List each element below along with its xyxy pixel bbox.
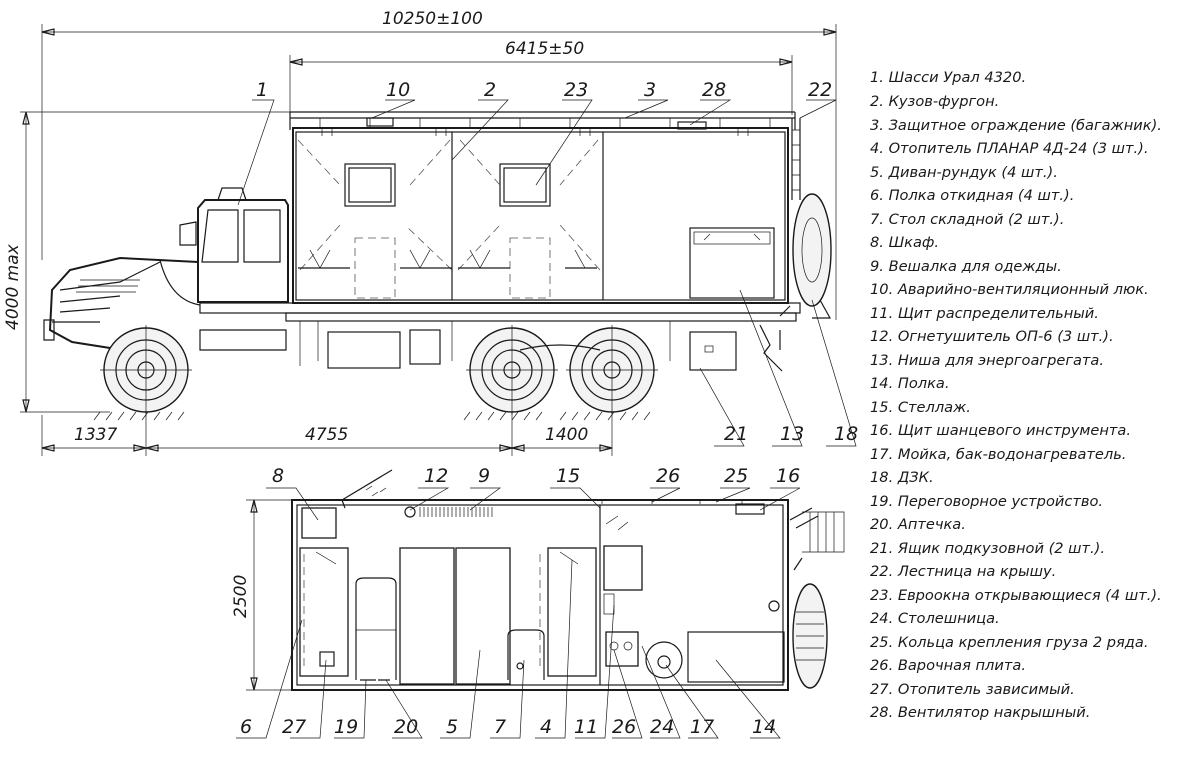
plan-sofa-2 (455, 547, 511, 685)
dimension-lines (20, 24, 837, 691)
legend-item: 3. Защитное ограждение (багажник). (870, 117, 1162, 134)
truck-side-view (43, 111, 832, 421)
legend-item: 12. Огнетушитель ОП-6 (3 шт.). (870, 328, 1114, 345)
roof-ladder (791, 118, 801, 200)
callout-plan-7: 7 (494, 716, 506, 738)
callout-side-18: 18 (834, 423, 858, 445)
legend-item: 18. ДЗК. (870, 469, 934, 486)
legend-item: 16. Щит шанцевого инструмента. (870, 422, 1131, 439)
callout-side-10: 10 (386, 79, 410, 101)
rear-wheel-2 (566, 325, 658, 415)
callout-side-22: 22 (808, 79, 832, 101)
legend-item: 4. Отопитель ПЛАНАР 4Д-24 (3 шт.). (870, 140, 1149, 157)
legend-item: 1. Шасси Урал 4320. (870, 69, 1026, 86)
plan-view (291, 469, 845, 691)
callout-plan-6: 6 (240, 716, 252, 738)
legend-item: 22. Лестница на крышу. (870, 563, 1056, 580)
callout-plan-26-top: 26 (656, 465, 680, 487)
spare-wheel (792, 193, 832, 307)
legend-item: 20. Аптечка. (870, 516, 966, 533)
callout-plan-17: 17 (690, 716, 714, 738)
callout-side-28: 28 (702, 79, 726, 101)
callout-plan-25: 25 (724, 465, 748, 487)
legend-item: 7. Стол складной (2 шт.). (870, 211, 1064, 228)
underbody-box-1 (327, 331, 401, 369)
plan-rack (603, 545, 643, 591)
dim-axle-spacing: 1400 (545, 425, 588, 445)
callout-side-3: 3 (644, 79, 656, 101)
emergency-hatch (366, 117, 394, 127)
legend-item: 27. Отопитель зависимый. (870, 681, 1075, 698)
cab (43, 187, 289, 351)
legend-item: 23. Евроокна открывающиеся (4 шт.). (870, 587, 1162, 604)
callout-plan-5: 5 (446, 716, 458, 738)
legend-item: 5. Диван-рундук (4 шт.). (870, 164, 1058, 181)
legend-item: 14. Полка. (870, 375, 949, 392)
callout-plan-9: 9 (478, 465, 490, 487)
dim-front-overhang: 1337 (74, 425, 117, 445)
callout-plan-14: 14 (752, 716, 776, 738)
side-leaders (237, 99, 857, 447)
dim-width: 2500 (231, 575, 251, 618)
battery-box (409, 329, 441, 365)
callout-side-13: 13 (780, 423, 804, 445)
legend-item: 25. Кольца крепления груза 2 ряда. (870, 634, 1148, 651)
legend-item: 28. Вентилятор накрышный. (870, 704, 1090, 721)
window-2 (499, 163, 551, 207)
callout-side-23: 23 (564, 79, 588, 101)
legend-item: 21. Ящик подкузовной (2 шт.). (870, 540, 1105, 557)
legend-item: 15. Стеллаж. (870, 399, 971, 416)
callout-plan-15: 15 (556, 465, 580, 487)
rear-wheel-1 (466, 325, 558, 415)
window-1 (344, 163, 396, 207)
legend-item: 13. Ниша для энергоагрегата. (870, 352, 1104, 369)
callout-side-2: 2 (484, 79, 496, 101)
legend-item: 8. Шкаф. (870, 234, 939, 251)
callout-plan-27: 27 (282, 716, 306, 738)
legend-item: 26. Варочная плита. (870, 657, 1026, 674)
plan-sink (645, 641, 683, 679)
front-wheel (100, 325, 192, 415)
callout-plan-20: 20 (394, 716, 418, 738)
chassis-frame (199, 302, 801, 366)
underbody-box-2 (689, 331, 737, 371)
callout-side-21: 21 (724, 423, 748, 445)
dim-body-length: 6415±50 (505, 39, 584, 59)
legend-item: 19. Переговорное устройство. (870, 493, 1103, 510)
callout-plan-8: 8 (272, 465, 284, 487)
plan-cabinet (301, 507, 337, 539)
plan-shelf (687, 631, 785, 683)
legend-item: 17. Мойка, бак-водонагреватель. (870, 446, 1126, 463)
legend: 1. Шасси Урал 4320. 2. Кузов-фургон. 3. … (870, 69, 1162, 721)
dim-height: 4000 max (3, 243, 23, 330)
callout-plan-12: 12 (424, 465, 448, 487)
legend-item: 2. Кузов-фургон. (870, 93, 999, 110)
callout-plan-4: 4 (540, 716, 552, 738)
plan-leaders (236, 487, 801, 739)
callout-plan-11: 11 (574, 716, 598, 738)
callout-plan-19: 19 (334, 716, 358, 738)
dim-overall-length: 10250±100 (382, 9, 483, 29)
legend-item: 10. Аварийно-вентиляционный люк. (870, 281, 1149, 298)
van-body (292, 127, 789, 304)
legend-item: 9. Вешалка для одежды. (870, 258, 1062, 275)
dim-wheelbase: 4755 (305, 425, 348, 445)
callout-plan-26-bottom: 26 (612, 716, 636, 738)
legend-item: 24. Столешница. (870, 610, 1000, 627)
generator-niche (689, 227, 775, 299)
callout-side-1: 1 (256, 79, 268, 101)
plan-outline (291, 499, 789, 691)
callout-plan-16: 16 (776, 465, 800, 487)
callout-plan-24: 24 (650, 716, 674, 738)
roof-fan (677, 121, 707, 130)
plan-sofa-1 (399, 547, 455, 685)
legend-item: 11. Щит распределительный. (870, 305, 1099, 322)
legend-item: 6. Полка откидная (4 шт.). (870, 187, 1074, 204)
